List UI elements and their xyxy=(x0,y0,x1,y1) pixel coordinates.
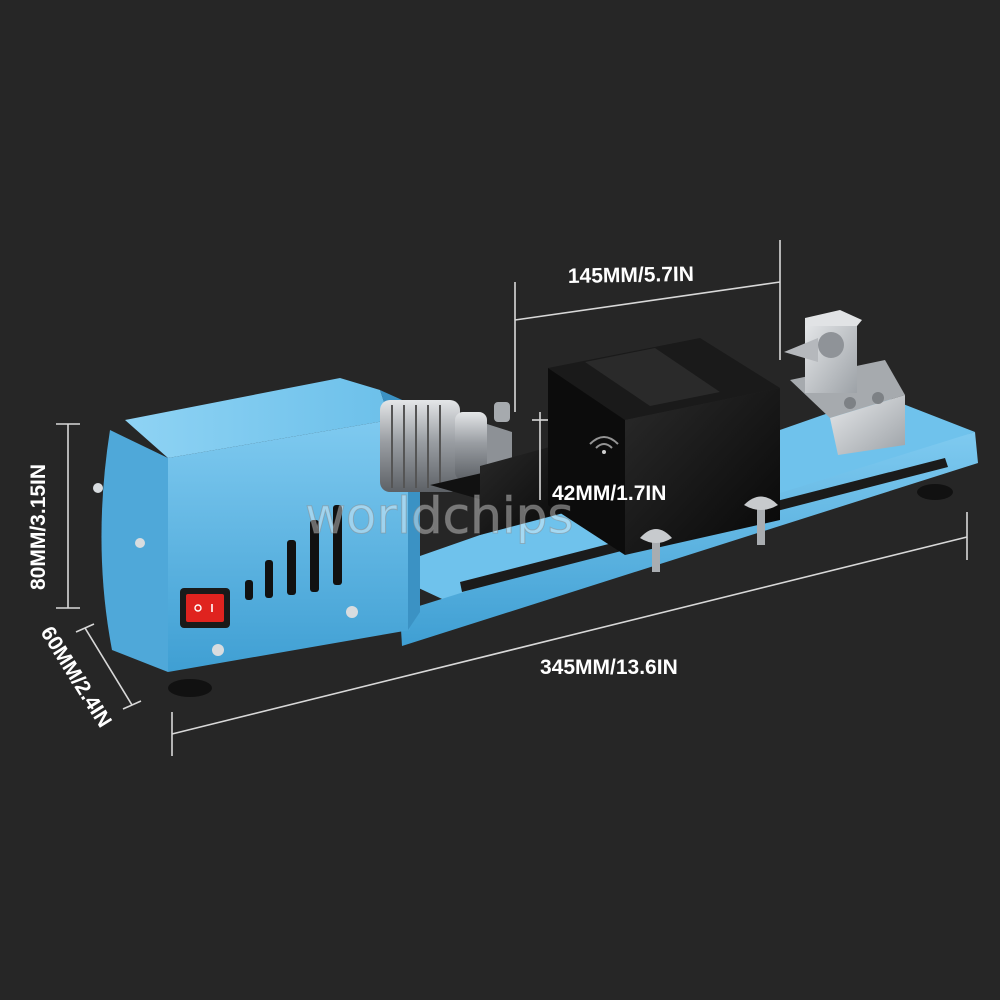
tool-rest xyxy=(430,338,780,572)
dim-label-80mm: 80MM/3.15IN xyxy=(27,464,50,590)
screw xyxy=(346,606,358,618)
dim-label-145mm: 145MM/5.7IN xyxy=(568,263,694,288)
wing-screw xyxy=(640,529,672,572)
drill-chuck xyxy=(380,400,512,492)
chuck-key xyxy=(494,402,510,422)
wifi-icon xyxy=(589,436,619,454)
screw xyxy=(93,483,103,493)
vent-slots xyxy=(245,505,342,600)
dim-label-42mm: 42MM/1.7IN xyxy=(552,482,666,505)
rubber-foot xyxy=(168,679,212,697)
dim-label-345mm: 345MM/13.6IN xyxy=(540,656,678,679)
live-center xyxy=(784,338,818,362)
wing-screw xyxy=(744,496,778,545)
power-switch xyxy=(180,588,230,628)
tailstock xyxy=(784,310,905,455)
rubber-foot xyxy=(917,484,953,500)
motor-housing xyxy=(93,378,420,672)
screw xyxy=(135,538,145,548)
watermark-text: worldchips xyxy=(305,487,574,545)
watermark: worldchips xyxy=(305,436,619,546)
dim-label-60mm: 60MM/2.4IN xyxy=(36,622,116,731)
screw xyxy=(212,644,224,656)
dimension-lines xyxy=(56,240,968,756)
